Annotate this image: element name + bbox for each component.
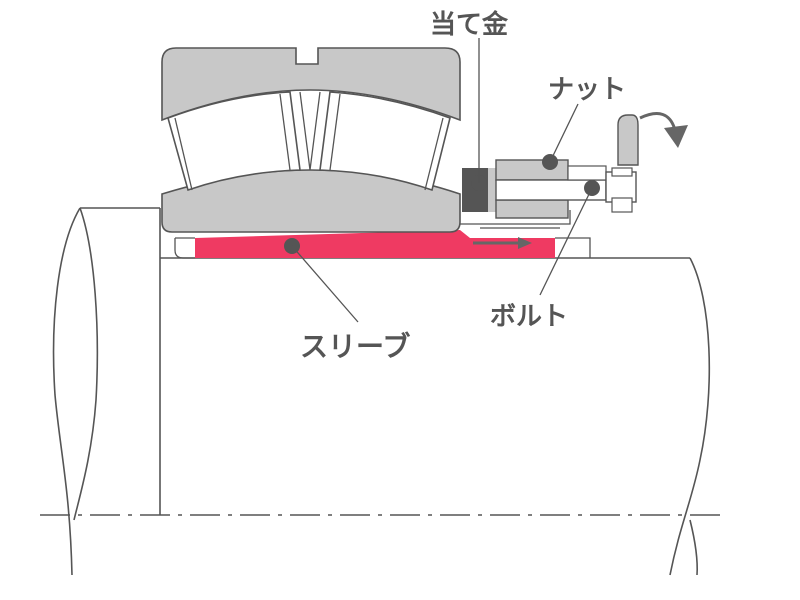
shaft [40,207,725,576]
nut-label: ナット [548,75,626,105]
roller-right [319,91,451,192]
leaders [284,38,600,323]
sleeve [174,210,591,259]
bolt [605,167,637,213]
bolt-label: ボルト [490,302,568,332]
sleeve-body [195,230,555,258]
wrench [617,114,639,166]
sleeve-label: スリーブ [300,330,410,363]
bearing [161,47,461,233]
curved-arrow-icon [639,112,688,148]
right-arrow-icon [473,237,532,249]
washer-label: 当て金 [430,9,509,40]
roller-left [167,91,301,192]
outer-ring [161,47,461,122]
